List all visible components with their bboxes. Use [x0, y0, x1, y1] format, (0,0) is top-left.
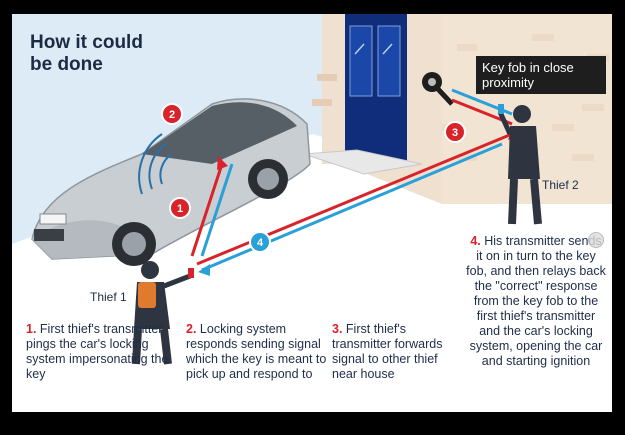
marker-4 [249, 231, 271, 253]
bottom-bar [0, 412, 625, 435]
grille [34, 229, 64, 241]
step-4-number: 4. [470, 234, 481, 248]
infographic-panel: 1 2 3 4 How it could be done Key fob in … [12, 14, 612, 412]
thief-2-figure [497, 104, 542, 225]
car [31, 98, 311, 266]
thief-1-figure [132, 261, 194, 365]
scroll-indicator[interactable] [588, 232, 604, 248]
signal-waves [138, 133, 173, 195]
thief-2-label: Thief 2 [542, 178, 579, 192]
step-2-number: 2. [186, 322, 197, 336]
step-1-number: 1. [26, 322, 37, 336]
marker-1-label: 1 [177, 203, 183, 215]
step-3-number: 3. [332, 322, 343, 336]
headlight [39, 213, 67, 225]
marker-3 [444, 121, 466, 143]
infographic-title: How it could be done [30, 32, 143, 75]
marker-1 [169, 197, 191, 219]
marker-3-label: 3 [452, 127, 458, 139]
step-2: 2. Locking system responds sending signa… [186, 322, 336, 382]
key-fob-callout: Key fob in close proximity [476, 56, 606, 94]
step-4: 4. His transmitter sends it on in turn t… [466, 234, 606, 369]
step-1-text: First thief's transmitter pings the car'… [26, 322, 169, 381]
step-1: 1. First thief's transmitter pings the c… [26, 322, 176, 382]
step-3: 3. First thief's transmitter forwards si… [332, 322, 452, 382]
step-3-text: First thief's transmitter forwards signa… [332, 322, 443, 381]
thief-1-label: Thief 1 [90, 290, 127, 304]
step-2-text: Locking system responds sending signal w… [186, 322, 327, 381]
step-4-text: His transmitter sends it on in turn to t… [466, 234, 606, 368]
marker-4-label: 4 [257, 237, 264, 249]
marker-2 [161, 103, 183, 125]
marker-2-label: 2 [169, 109, 175, 121]
key-fob [422, 72, 454, 106]
